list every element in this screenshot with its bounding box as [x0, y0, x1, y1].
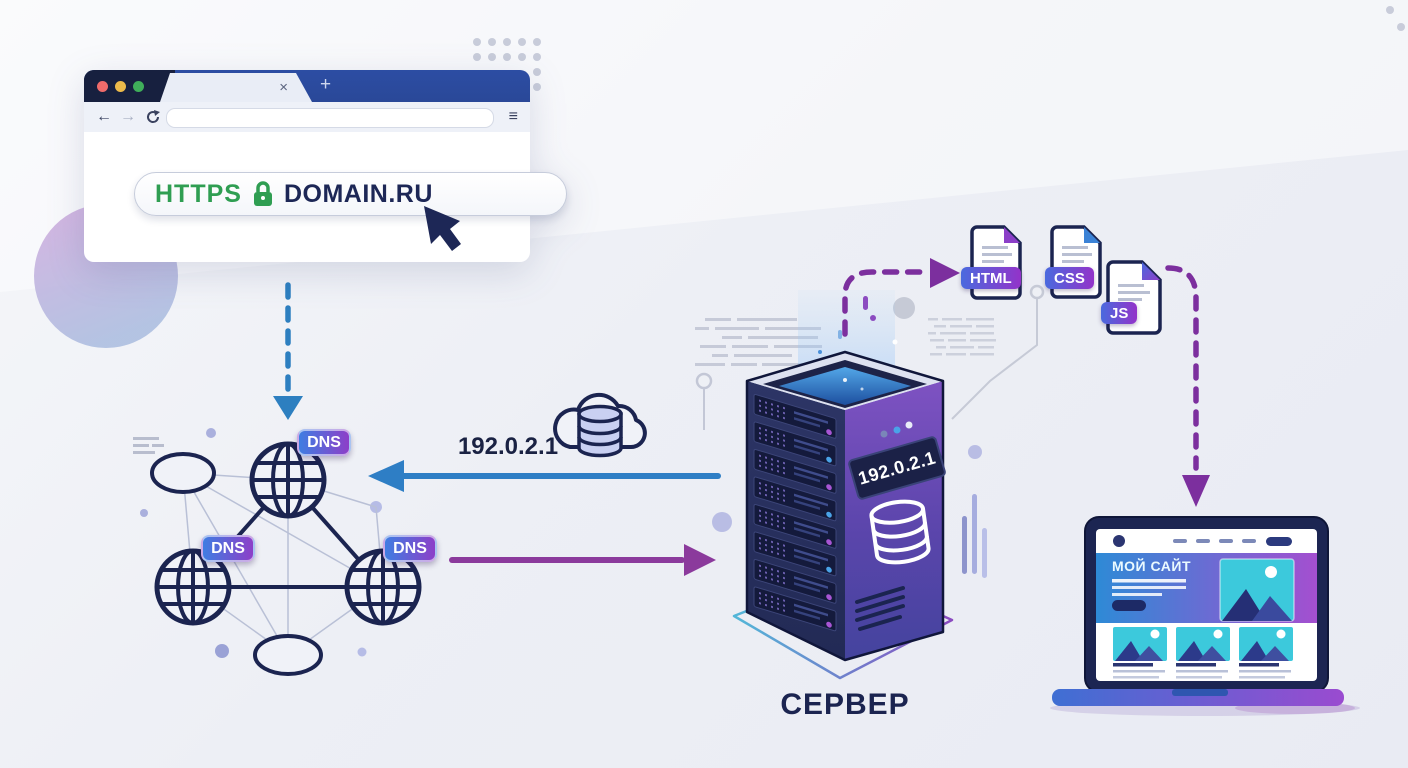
maximize-window-button[interactable]: [133, 80, 144, 92]
laptop-illustration: [1050, 516, 1360, 716]
arrow-files-to-laptop: [1165, 265, 1210, 524]
cloud-database-icon: [553, 392, 647, 458]
browser-tab[interactable]: ×: [160, 73, 312, 102]
decor-list-icon: [133, 437, 164, 454]
site-hero-image: [1219, 558, 1295, 622]
site-card: [1113, 627, 1167, 679]
decor-circuit-right: [951, 284, 1045, 420]
site-card: [1239, 627, 1293, 679]
dns-badge-right: DNS: [383, 535, 437, 562]
dns-badge-left: DNS: [201, 535, 255, 562]
site-cards: [1113, 627, 1293, 679]
site-hero-content: [1112, 558, 1295, 622]
tab-close-icon[interactable]: ×: [279, 79, 288, 96]
dns-network: [150, 444, 419, 676]
site-title: МОЙ САЙТ: [1112, 558, 1191, 574]
arrow-server-to-dns: [368, 460, 721, 492]
url-pill[interactable]: HTTPS DOMAIN.RU: [134, 172, 567, 216]
decor-bars: [962, 494, 987, 578]
laptop-base: [1052, 689, 1344, 706]
server-database-icon: [869, 499, 931, 565]
ip-address-label: 192.0.2.1: [457, 433, 559, 460]
menu-icon[interactable]: ≡: [508, 108, 518, 125]
cursor-icon: [424, 206, 461, 251]
back-icon[interactable]: ←: [96, 108, 112, 125]
laptop-base-notch: [1172, 689, 1228, 696]
decor-circuit-left: [695, 372, 713, 430]
minimize-window-button[interactable]: [115, 80, 126, 92]
decor-code-lines-right: [928, 318, 996, 356]
close-window-button[interactable]: [97, 80, 108, 92]
network-node-ellipse: [253, 634, 323, 676]
server-caption: СЕРВЕР: [780, 688, 910, 721]
network-node-ellipse: [150, 452, 216, 494]
arrow-server-to-files: [842, 258, 960, 337]
dns-badge-top: DNS: [297, 429, 351, 456]
address-bar[interactable]: [166, 108, 494, 128]
site-logo: [1113, 535, 1125, 547]
domain-label: DOMAIN.RU: [283, 179, 433, 208]
refresh-icon[interactable]: [145, 109, 161, 125]
css-file-badge: CSS: [1045, 267, 1094, 289]
forward-icon[interactable]: →: [120, 108, 136, 125]
arrow-dns-to-server: [449, 544, 716, 576]
server-status-lights: [880, 421, 913, 438]
lock-icon: [253, 181, 272, 206]
beam-particles: [818, 296, 898, 354]
protocol-label: HTTPS: [155, 179, 242, 208]
decor-dot-grid: [473, 6, 1405, 91]
site-card: [1176, 627, 1230, 679]
site-navbar: [1113, 535, 1292, 547]
server-vents: [855, 586, 905, 631]
server-illustration: [732, 290, 954, 680]
html-file-badge: HTML: [961, 267, 1021, 289]
browser-toolbar: ← → ≡: [84, 102, 530, 132]
js-file-badge: JS: [1101, 302, 1138, 324]
site-nav-button: [1266, 537, 1292, 546]
traffic-lights: [84, 70, 175, 102]
browser-title-bar: × +: [84, 70, 530, 102]
site-hero-button: [1112, 600, 1146, 611]
decor-scatter-dots: [140, 297, 982, 658]
new-tab-button[interactable]: +: [320, 74, 332, 95]
arrow-browser-to-dns: [273, 282, 303, 420]
